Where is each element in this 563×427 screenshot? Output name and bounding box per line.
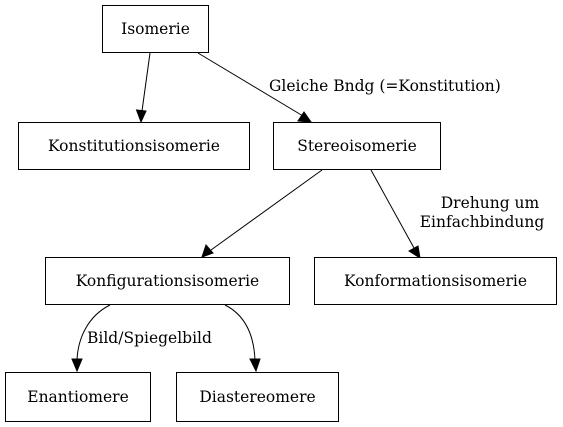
node-konformationsisomerie: Konformationsisomerie bbox=[314, 257, 557, 305]
node-label-enantiomere: Enantiomere bbox=[27, 388, 129, 406]
edge-stereo-konformation: Drehung um Einfachbindung bbox=[370, 169, 545, 260]
edge-label-gleiche-bindung: Gleiche Bndg (=Konstitution) bbox=[269, 77, 501, 95]
node-label-konformationsisomerie: Konformationsisomerie bbox=[344, 272, 527, 290]
edge-konfiguration-diastereomere bbox=[224, 304, 261, 373]
edge-label-bild-spiegelbild: Bild/Spiegelbild bbox=[87, 329, 212, 347]
edge-isomerie-stereo: Gleiche Bndg (=Konstitution) bbox=[197, 52, 501, 123]
node-label-diastereomere: Diastereomere bbox=[199, 388, 315, 406]
node-enantiomere: Enantiomere bbox=[5, 372, 151, 422]
node-label-isomerie: Isomerie bbox=[121, 20, 190, 38]
node-konstitutionsisomerie: Konstitutionsisomerie bbox=[18, 122, 250, 170]
node-stereoisomerie: Stereoisomerie bbox=[273, 122, 441, 170]
edge-label-einfachbindung: Einfachbindung bbox=[420, 213, 545, 231]
node-label-konstitutionsisomerie: Konstitutionsisomerie bbox=[48, 137, 220, 155]
node-diastereomere: Diastereomere bbox=[176, 372, 339, 422]
edge-isomerie-konstitution bbox=[135, 52, 151, 124]
node-label-konfigurationsisomerie: Konfigurationsisomerie bbox=[76, 272, 259, 290]
edge-label-drehung-um: Drehung um bbox=[441, 194, 540, 212]
edge-konfiguration-enantiomere bbox=[71, 304, 111, 373]
node-konfigurationsisomerie: Konfigurationsisomerie bbox=[45, 257, 290, 305]
edge-stereo-konfiguration bbox=[201, 169, 323, 258]
node-label-stereoisomerie: Stereoisomerie bbox=[297, 137, 417, 155]
node-isomerie: Isomerie bbox=[102, 5, 209, 53]
